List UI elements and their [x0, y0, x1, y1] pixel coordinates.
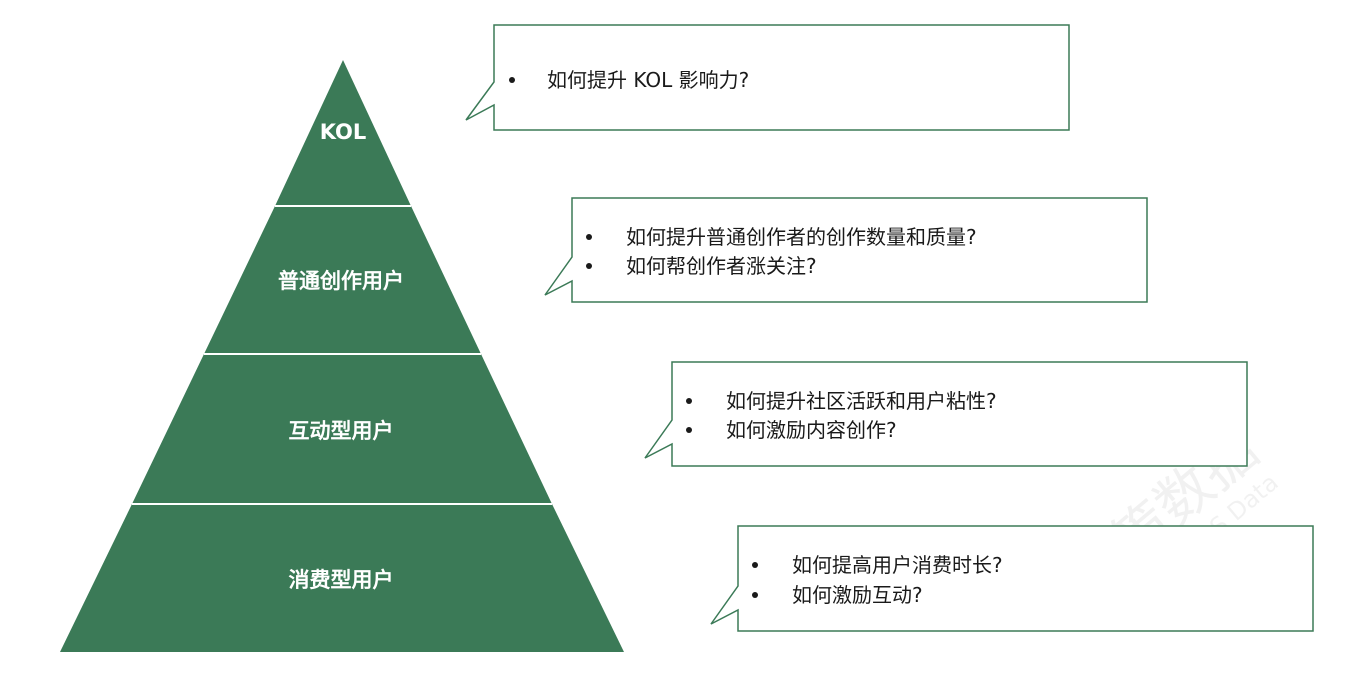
callout-item: 如何提升 KOL 影响力? — [547, 68, 749, 92]
bullet-dot — [586, 234, 592, 240]
callout-bubble — [544, 197, 1148, 303]
callout-item: 如何激励互动? — [792, 583, 923, 607]
callout-item: 如何提升社区活跃和用户粘性? — [726, 389, 997, 413]
callout-item: 如何帮创作者涨关注? — [626, 254, 817, 278]
callout-item: 如何提高用户消费时长? — [792, 553, 1003, 577]
callout-bubble — [644, 361, 1248, 467]
pyramid-tier-kol — [275, 60, 411, 206]
callout-bubble — [465, 24, 1070, 131]
callout-kol: 如何提升 KOL 影响力? — [465, 24, 1070, 131]
callout-interactive: 如何提升社区活跃和用户粘性? 如何激励内容创作? — [644, 361, 1248, 467]
callout-item: 如何激励内容创作? — [726, 418, 897, 442]
callout-item: 如何提升普通创作者的创作数量和质量? — [626, 225, 977, 249]
tier-label-kol: KOL — [320, 120, 367, 144]
bullet-dot — [686, 427, 692, 433]
bullet-dot — [586, 263, 592, 269]
bullet-dot — [752, 562, 758, 568]
pyramid-tier-creator — [204, 206, 481, 354]
tier-label-consumer: 消费型用户 — [289, 568, 394, 592]
bullet-dot — [752, 592, 758, 598]
tier-label-interactive: 互动型用户 — [289, 419, 394, 443]
tier-label-creator: 普通创作用户 — [278, 269, 404, 293]
pyramid-tier-interactive — [132, 354, 552, 504]
pyramid: KOL 普通创作用户 互动型用户 消费型用户 — [60, 60, 624, 652]
callout-creator: 如何提升普通创作者的创作数量和质量? 如何帮创作者涨关注? — [544, 197, 1148, 303]
bullet-dot — [509, 77, 515, 83]
pyramid-tier-consumer — [60, 504, 624, 652]
callout-consumer: 如何提高用户消费时长? 如何激励互动? — [710, 525, 1314, 632]
bullet-dot — [686, 398, 692, 404]
callout-bubble — [710, 525, 1314, 632]
